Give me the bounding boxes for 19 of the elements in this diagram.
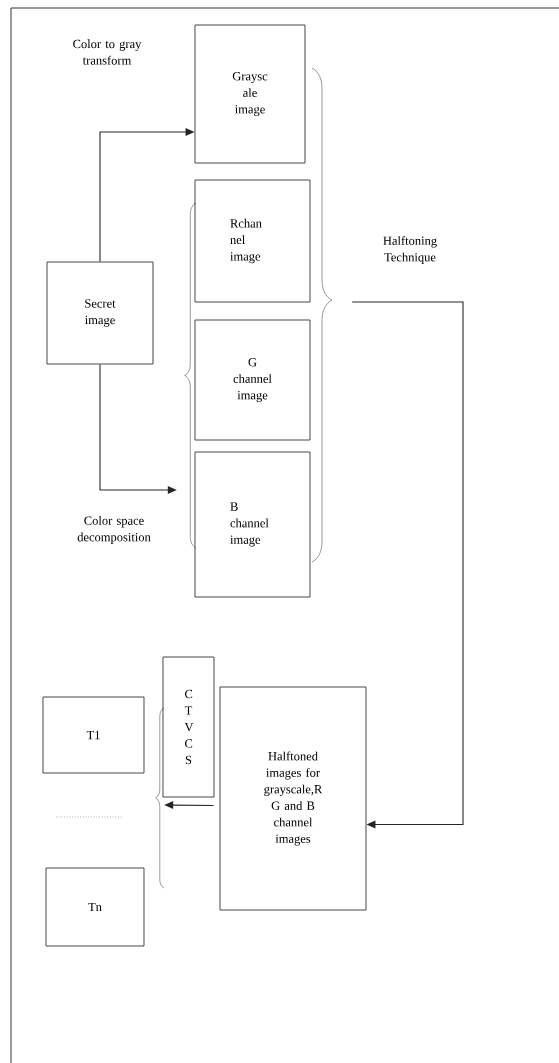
image-box: Rchan nel image xyxy=(194,179,311,303)
process-box: Halftoned images for grayscale,R G and B channel images xyxy=(219,686,367,911)
image-box: B channel image xyxy=(194,451,311,598)
arrow xyxy=(99,363,177,494)
image-box: G channel image xyxy=(194,319,311,441)
arrow xyxy=(351,301,464,829)
annotation-text: Color to gray transform xyxy=(73,39,142,65)
arrow xyxy=(99,128,195,263)
image-box: Graysc ale image xyxy=(194,24,306,164)
curly-brace xyxy=(155,707,165,889)
image-box: Secret image xyxy=(46,261,154,365)
share-box: Tn xyxy=(45,867,145,947)
label-box: C T V C S xyxy=(162,656,215,798)
curly-brace xyxy=(184,202,197,549)
arrow xyxy=(164,801,215,809)
curly-brace xyxy=(311,67,333,563)
annotation-text: Color space decomposition xyxy=(77,516,151,544)
share-box: T1 xyxy=(42,696,145,774)
annotation-text: Halftoning Technique xyxy=(383,236,437,264)
